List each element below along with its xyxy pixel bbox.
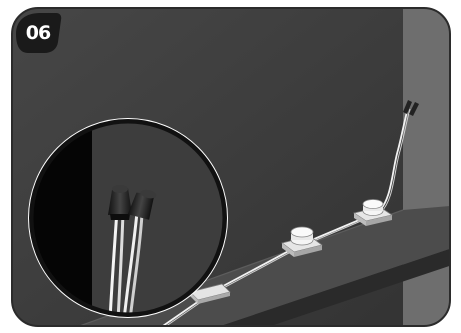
step-number: 06: [25, 22, 51, 44]
ledge-front: [200, 245, 450, 326]
wire-cap-left: [108, 185, 132, 220]
wire-cap-right: [127, 189, 157, 220]
frame-border: [11, 7, 451, 327]
magnifier-inset: [28, 118, 228, 318]
side-wall: [403, 8, 450, 326]
led-module-1: [189, 283, 231, 304]
wire-connector-icon: [403, 100, 419, 116]
led-module-3: [353, 199, 393, 226]
led-module-2: [281, 226, 323, 257]
step-badge: [16, 13, 62, 53]
